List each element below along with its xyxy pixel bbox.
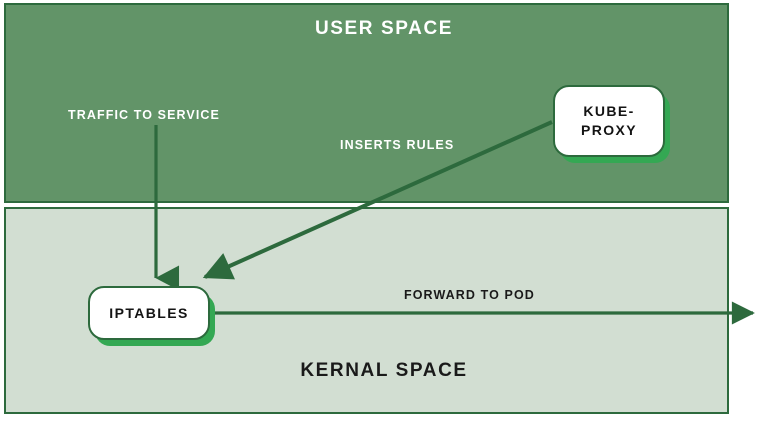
edge-label-traffic-to-service: TRAFFIC TO SERVICE bbox=[68, 108, 220, 122]
user-space-title: USER SPACE bbox=[314, 18, 454, 39]
node-iptables-label: IPTABLES bbox=[109, 304, 189, 321]
node-kube-proxy-label-line1: KUBE- bbox=[583, 103, 635, 120]
node-kube-proxy-label-line2: PROXY bbox=[580, 122, 637, 138]
kernel-space-title: KERNAL SPACE bbox=[300, 360, 468, 381]
node-iptables[interactable]: IPTABLES bbox=[88, 286, 210, 340]
node-kube-proxy[interactable]: KUBE- PROXY bbox=[553, 85, 665, 157]
node-kube-proxy-label: KUBE- PROXY bbox=[581, 102, 637, 140]
edge-label-forward-to-pod: FORWARD TO POD bbox=[404, 288, 535, 302]
edge-label-inserts-rules: INSERTS RULES bbox=[340, 138, 455, 152]
